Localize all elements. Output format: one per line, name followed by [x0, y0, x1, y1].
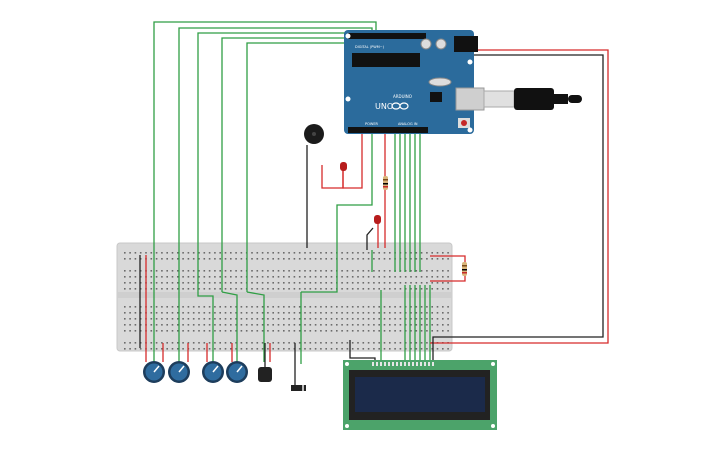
- lcd-screen: [355, 377, 485, 412]
- temperature-sensor: [258, 367, 272, 382]
- resistor-2: [462, 262, 467, 276]
- board-model-text: ARDUINO: [393, 94, 412, 99]
- potentiometer: [202, 361, 224, 383]
- usb-port: [455, 87, 485, 111]
- breadboard: [116, 242, 453, 352]
- lcd-pin-header: [372, 362, 434, 366]
- potentiometer: [226, 361, 248, 383]
- resistor-1: [383, 176, 388, 190]
- board-brand-text: UNO: [375, 102, 393, 111]
- potentiometer: [143, 361, 165, 383]
- power-jack: [454, 36, 478, 52]
- breadboard-holes: [124, 252, 449, 350]
- analog-header-label: ANALOG IN: [398, 122, 418, 126]
- reset-button: [461, 120, 467, 126]
- red-led-1: [340, 162, 347, 171]
- potentiometer: [168, 361, 190, 383]
- arduino-logo: [391, 102, 409, 110]
- atmega-chip: [352, 53, 420, 67]
- lcd-16x2-display: [343, 360, 497, 430]
- black-wires: [139, 54, 604, 388]
- power-header-label: POWER: [365, 122, 379, 126]
- usb-cable: [483, 88, 582, 110]
- potentiometers: [143, 361, 248, 383]
- arduino-uno-board: UNO ARDUINO DIGITAL (PWM~) POWER ANALOG …: [344, 30, 485, 134]
- red-led-2: [374, 215, 381, 224]
- diode: [291, 385, 306, 391]
- piezo-buzzer: [304, 124, 324, 144]
- digital-header-label: DIGITAL (PWM~): [355, 45, 385, 49]
